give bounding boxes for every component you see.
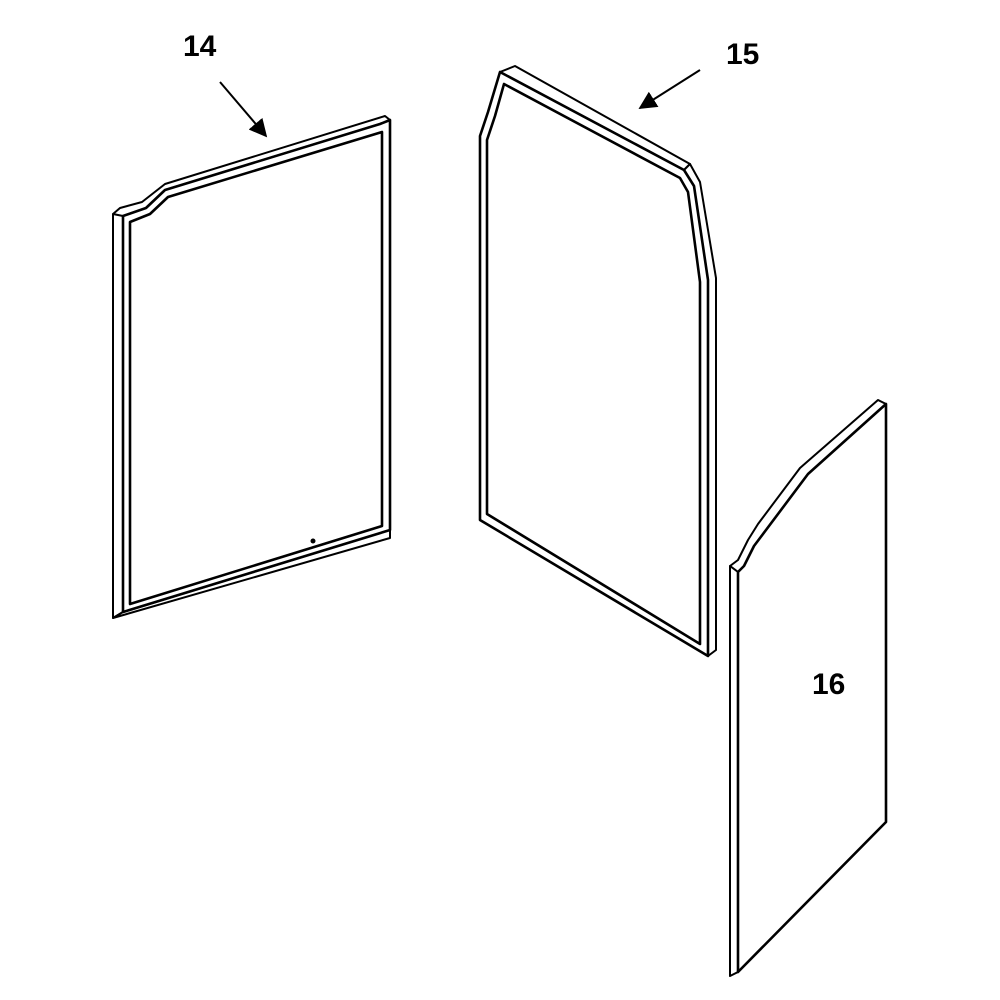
panel-part-14 — [112, 115, 392, 619]
callout-16: 16 — [812, 668, 845, 701]
panel-15-inner-border — [485, 82, 702, 646]
panel-14-side-edge — [112, 209, 124, 619]
panel-14-inner-border — [128, 130, 384, 606]
callout-15-label: 15 — [726, 38, 759, 71]
callout-15: 15 — [638, 38, 759, 109]
panel-14-dot — [310, 538, 316, 544]
panel-15-face — [478, 70, 710, 658]
callout-15-arrow — [638, 69, 701, 109]
callout-14-arrow — [219, 81, 268, 138]
panel-16-face — [736, 402, 888, 974]
callout-16-label: 16 — [812, 668, 845, 701]
callout-14: 14 — [183, 30, 268, 138]
panel-14-face — [121, 118, 392, 614]
callout-14-label: 14 — [183, 30, 217, 63]
panel-part-16 — [729, 399, 888, 977]
panel-part-15 — [478, 65, 717, 658]
